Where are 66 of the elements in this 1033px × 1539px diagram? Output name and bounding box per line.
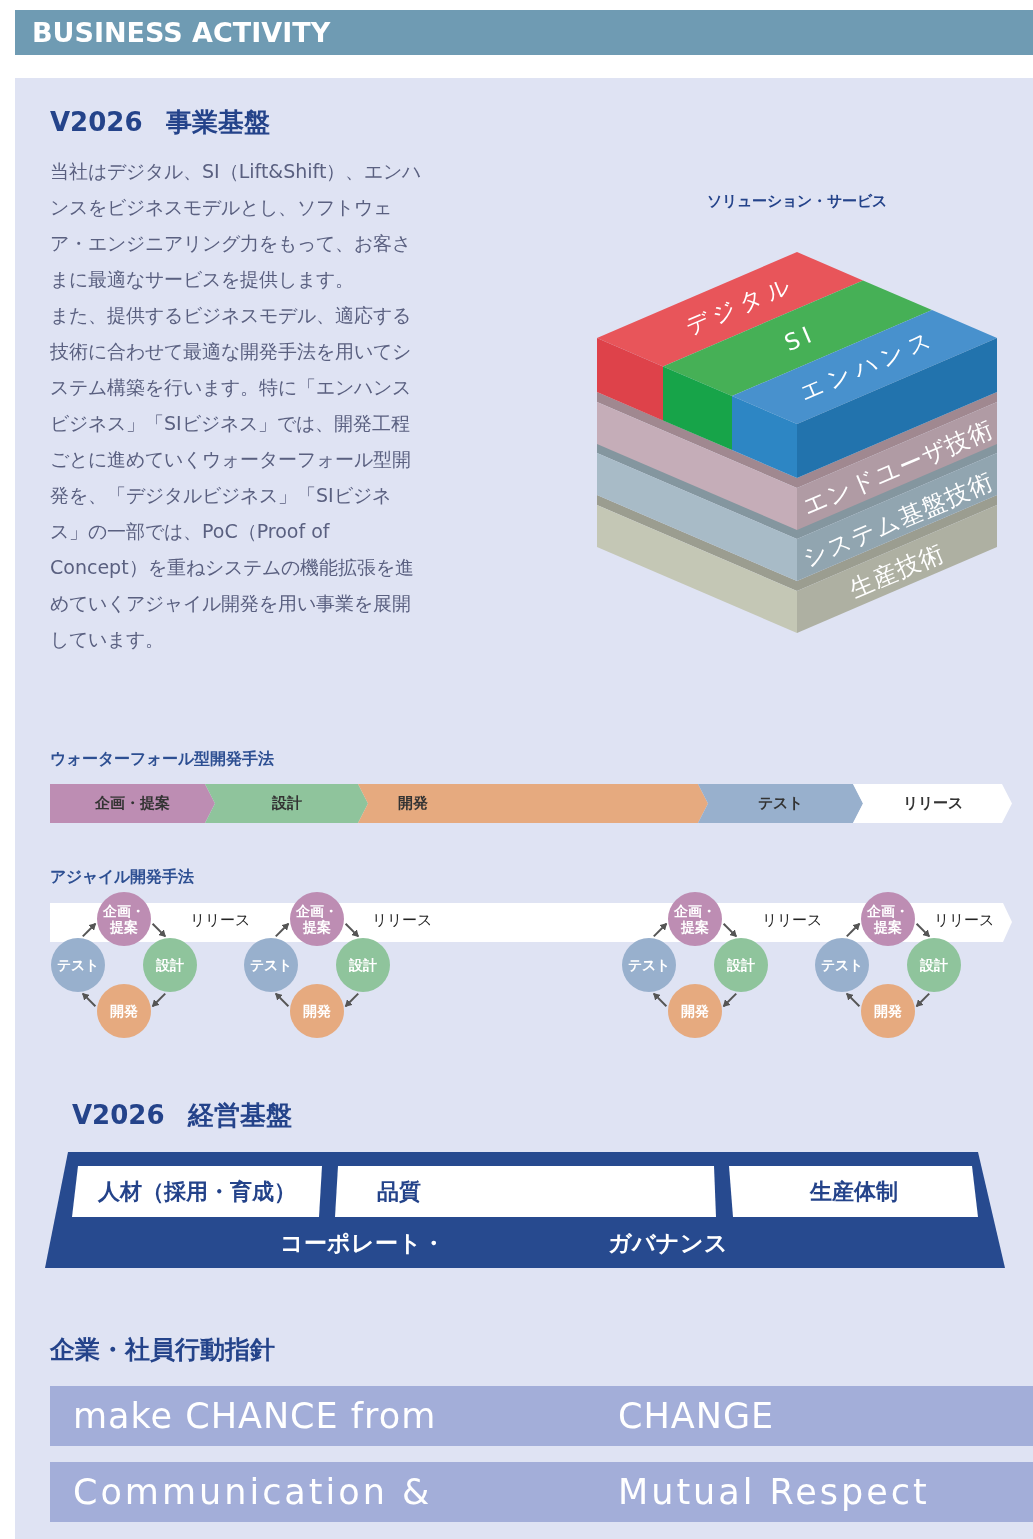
cycle-arrow <box>81 992 97 1008</box>
description-paragraph: また、提供するビジネスモデル、適応する技術に合わせて最適な開発手法を用いてシステム構築を行います。特に「エンハンスビジネス」「SIビジネス」では、開発工程ごとに進めていくウォーターフォール型開発を、「デジタルビジネス」「SIビジネス」の一部では、PoC（Proof of Concept）を重ねシステムの機能拡張を進めていくアジャイル開発を用い事業を展開しています。 <box>50 303 415 652</box>
phase-label: 開発 <box>680 1003 710 1019</box>
description-paragraph: 当社はデジタル、SI（Lift&Shift）、エンハンスをビジネスモデルとし、ソフトウェア・エンジニアリング力をもって、お客さまに最適なサービスを提供します。 <box>50 159 422 292</box>
foundation-label: 人材（採用・育成） <box>98 1177 296 1206</box>
phase-label: 開発 <box>109 1003 139 1019</box>
cycle-arrow <box>81 922 97 938</box>
slogan-text: CHANGE <box>618 1396 775 1436</box>
phase-label: テスト <box>249 957 293 973</box>
cycle-arrow <box>274 922 290 938</box>
layer-label: SI <box>780 319 820 357</box>
section-heading: V2026 経営基盤 <box>72 1099 293 1132</box>
cycle-arrow <box>722 922 738 938</box>
slogan-text: Mutual Respect <box>618 1472 930 1512</box>
cycle-arrow <box>915 992 931 1008</box>
phase-label: テスト <box>627 957 671 973</box>
cycle-arrow <box>845 922 861 938</box>
cycle-arrow <box>722 992 738 1008</box>
cycle-arrow <box>151 922 167 938</box>
phase-label: 設計 <box>726 957 756 973</box>
release-label: リリース <box>190 911 251 930</box>
cycle-arrow <box>915 922 931 938</box>
section-title: BUSINESS ACTIVITY <box>32 16 331 50</box>
phase-label: 設計 <box>348 957 378 973</box>
release-label: リリース <box>762 911 823 930</box>
phase-label: 開発 <box>302 1003 332 1019</box>
foundation-box <box>72 1166 322 1217</box>
phase-label: 企画・提案 <box>295 903 339 935</box>
cycle-arrow <box>274 992 290 1008</box>
release-label: リリース <box>372 911 433 930</box>
foundation-box <box>335 1166 716 1217</box>
phase-label: 設計 <box>919 957 949 973</box>
cycle-arrow <box>344 992 360 1008</box>
cycle-arrow <box>845 992 861 1008</box>
phase-label: 企画・提案 <box>102 903 146 935</box>
slogan-text: Communication & <box>73 1472 433 1512</box>
slogan-band <box>50 1462 1033 1522</box>
method-heading: アジャイル開発手法 <box>50 867 195 888</box>
phase-label: テスト <box>820 957 864 973</box>
governance-label: ガバナンス <box>608 1228 728 1258</box>
release-label: リリース <box>934 911 995 930</box>
foundation-box <box>729 1166 978 1217</box>
phase-label: 開発 <box>873 1003 903 1019</box>
section-heading: 企業・社員行動指針 <box>50 1334 276 1366</box>
section-heading: V2026 事業基盤 <box>50 106 271 139</box>
slogan-text: make CHANCE from <box>73 1396 437 1436</box>
phase-step-box <box>50 784 215 823</box>
phase-label: テスト <box>56 957 100 973</box>
phase-label: 企画・提案 <box>673 903 717 935</box>
cycle-arrow <box>344 922 360 938</box>
phase-label: 開発 <box>398 794 428 813</box>
phase-label: 企画・提案 <box>866 903 910 935</box>
phase-label: 設計 <box>271 794 302 813</box>
governance-label: コーポレート・ <box>279 1228 445 1258</box>
diagram-heading: ソリューション・サービス <box>706 192 888 211</box>
foundation-label: 品質 <box>377 1177 421 1206</box>
phase-label: 設計 <box>155 957 185 973</box>
cycle-arrow <box>652 992 668 1008</box>
phase-label: リリース <box>902 794 963 813</box>
foundation-label: 生産体制 <box>809 1177 898 1206</box>
phase-label: 企画・提案 <box>95 794 170 813</box>
cycle-arrow <box>652 922 668 938</box>
phase-label: テスト <box>758 794 803 813</box>
cycle-arrow <box>151 992 167 1008</box>
slogan-band <box>50 1386 1033 1446</box>
method-heading: ウォーターフォール型開発手法 <box>50 749 275 770</box>
